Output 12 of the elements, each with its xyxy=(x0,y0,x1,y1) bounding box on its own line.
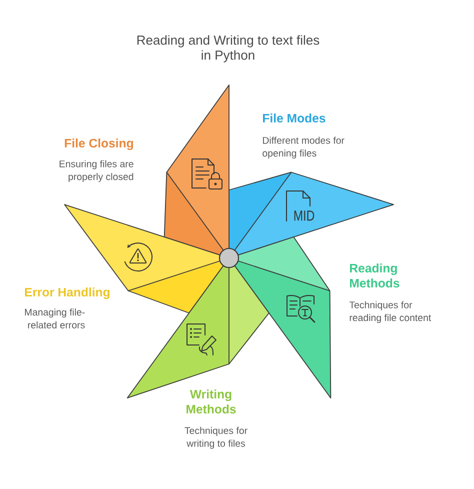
heading: File Modes xyxy=(263,114,326,123)
heading: Reading Methods xyxy=(350,264,400,288)
heading: File Closing xyxy=(64,138,133,150)
description: Managing file-related errors xyxy=(25,308,85,328)
heading: Writing Methods xyxy=(186,390,236,414)
title: Reading and Writing to text files in Python xyxy=(137,35,320,62)
description: Ensuring files are properly closed xyxy=(60,160,134,182)
description: Techniques for reading file content xyxy=(349,301,432,324)
heading: Error Handling xyxy=(25,288,110,300)
description: Techniques for writing to files xyxy=(184,426,248,449)
file-type-label: MID xyxy=(294,210,314,221)
description: Different modes for opening files xyxy=(262,136,344,159)
